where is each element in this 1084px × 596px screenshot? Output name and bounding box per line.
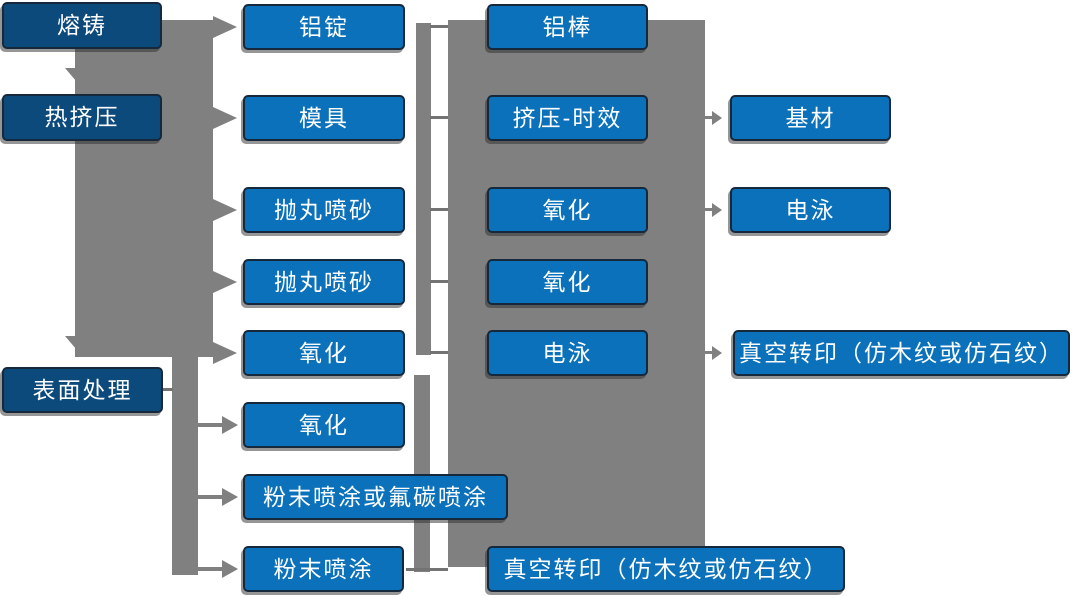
node-extrusion-aging: 挤压-时效 <box>487 91 652 145</box>
arrow-right-icon <box>222 488 238 506</box>
node-vacuum-transfer-print-right: 真空转印（仿木纹或仿石纹） <box>733 326 1074 380</box>
node-anodizing-3: 氧化 <box>487 183 652 237</box>
connector-rung <box>430 351 448 354</box>
connector-rung <box>406 568 448 571</box>
arrow-down-icon <box>65 68 99 88</box>
node-mold: 模具 <box>243 91 409 145</box>
node-label: 挤压-时效 <box>512 104 623 131</box>
arrow-shaft <box>704 351 714 354</box>
arrow-shaft <box>198 495 224 499</box>
connector-bar-lower-left <box>172 357 198 575</box>
node-label: 粉末喷涂 <box>273 555 374 582</box>
connector-rung <box>430 208 448 211</box>
connector-bar-middle-upper <box>416 23 431 355</box>
node-melting-casting: 熔铸 <box>2 2 162 49</box>
connector-rung <box>430 280 448 283</box>
node-shot-blasting-1: 抛丸喷砂 <box>243 183 409 237</box>
arrow-right-icon <box>213 16 237 38</box>
node-shot-blasting-2: 抛丸喷砂 <box>243 255 409 309</box>
node-label: 氧化 <box>542 268 593 295</box>
node-electrophoresis-2: 电泳 <box>730 183 895 237</box>
node-label: 粉末喷涂或氟碳喷涂 <box>263 483 488 510</box>
arrow-right-icon <box>213 107 237 129</box>
node-powder-or-fluorocarbon-coating: 粉末喷涂或氟碳喷涂 <box>243 470 512 524</box>
node-label: 氧化 <box>542 196 593 223</box>
connector-rung-surface-treatment <box>162 388 173 391</box>
node-label: 基材 <box>785 104 836 131</box>
arrow-shaft <box>704 116 714 119</box>
arrow-right-icon <box>222 560 238 578</box>
node-label: 铝棒 <box>542 13 593 40</box>
node-label: 电泳 <box>542 339 593 366</box>
node-label: 电泳 <box>785 196 836 223</box>
node-label: 铝锭 <box>299 13 349 40</box>
node-anodizing-2: 氧化 <box>243 398 409 452</box>
node-vacuum-transfer-print-bottom: 真空转印（仿木纹或仿石纹） <box>487 542 849 596</box>
node-label: 真空转印（仿木纹或仿石纹） <box>503 555 829 582</box>
node-label: 模具 <box>299 104 349 131</box>
node-label: 抛丸喷砂 <box>274 268 374 295</box>
node-hot-extrusion: 热挤压 <box>2 94 162 141</box>
arrow-right-icon <box>222 416 238 434</box>
node-anodizing-1: 氧化 <box>243 326 409 380</box>
connector-rung <box>430 116 448 119</box>
arrow-shaft <box>704 208 714 211</box>
node-surface-treatment: 表面处理 <box>2 367 163 413</box>
node-base-material: 基材 <box>730 91 895 145</box>
node-powder-coating: 粉末喷涂 <box>243 542 408 596</box>
arrow-right-icon <box>712 203 722 217</box>
node-aluminum-rod: 铝棒 <box>487 0 652 54</box>
node-label: 氧化 <box>299 339 349 366</box>
node-label: 抛丸喷砂 <box>274 196 374 223</box>
arrow-down-icon <box>65 336 99 356</box>
arrow-right-icon <box>213 342 237 364</box>
node-label: 氧化 <box>299 411 349 438</box>
connector-rung <box>430 25 448 28</box>
node-label: 熔铸 <box>57 12 107 38</box>
node-electrophoresis-1: 电泳 <box>487 326 652 380</box>
node-anodizing-4: 氧化 <box>487 255 652 309</box>
arrow-shaft <box>198 567 224 571</box>
arrow-right-icon <box>712 346 722 360</box>
arrow-right-icon <box>213 199 237 221</box>
arrow-right-icon <box>712 111 722 125</box>
node-label: 表面处理 <box>32 376 133 403</box>
node-label: 真空转印（仿木纹或仿石纹） <box>739 339 1064 366</box>
node-aluminum-ingot: 铝锭 <box>243 0 409 54</box>
arrow-right-icon <box>213 271 237 293</box>
node-label: 热挤压 <box>44 104 120 130</box>
arrow-shaft <box>198 423 224 427</box>
